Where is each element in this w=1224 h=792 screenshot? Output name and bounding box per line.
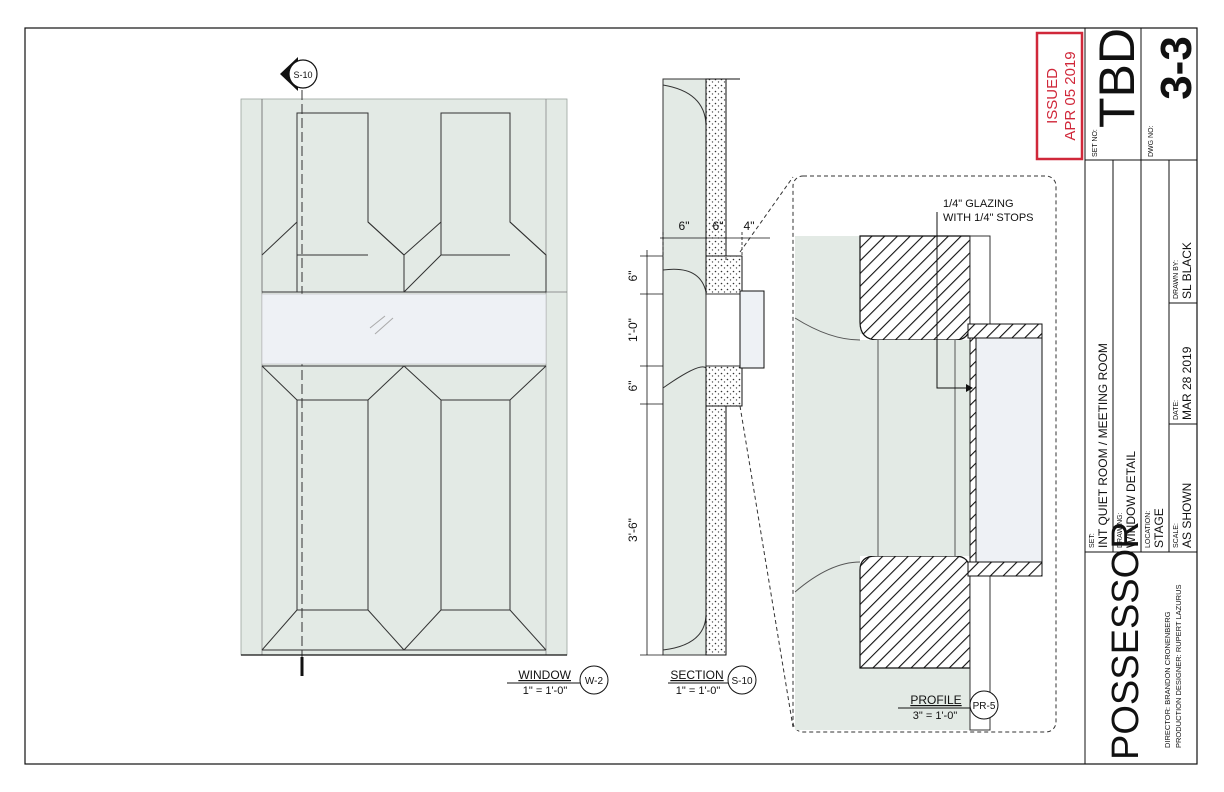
- dwg-no-value: 3-3: [1152, 36, 1201, 100]
- issued-stamp: [1035, 31, 1084, 161]
- dim-top-1: 6": [679, 219, 690, 233]
- title-block: ISSUED APR 05 2019 SET NO: TBD DWG NO: 3…: [1035, 28, 1201, 764]
- dim-left-1: 6": [626, 271, 640, 282]
- section-marker: S-10: [280, 57, 318, 91]
- project-title: POSSESSOR: [1105, 521, 1147, 760]
- drawing-value: WINDOW DETAIL: [1124, 451, 1138, 548]
- window-scale: 1" = 1'-0": [523, 685, 568, 697]
- date-value: MAR 28 2019: [1180, 346, 1194, 420]
- location-label: LOCATION:: [1145, 511, 1152, 548]
- set-no-value: TBD: [1089, 28, 1145, 128]
- glazing-note-line1: 1/4" GLAZING: [943, 198, 1014, 210]
- designer-credit: PRODUCTION DESIGNER: RUPERT LAZURUS: [1174, 585, 1183, 749]
- director-credit: DIRECTOR: BRANDON CRONENBERG: [1163, 611, 1172, 748]
- section-tag: S-10: [731, 676, 753, 687]
- set-label: SET:: [1089, 533, 1096, 548]
- dim-left-3: 6": [626, 381, 640, 392]
- window-elevation: [240, 76, 568, 676]
- date-label: DATE:: [1173, 400, 1180, 420]
- profile-tag: PR-5: [973, 701, 996, 712]
- scale-label: SCALE:: [1173, 523, 1180, 548]
- scale-value: AS SHOWN: [1180, 483, 1194, 548]
- section-caption: SECTION 1" = 1'-0" S-10: [668, 665, 757, 697]
- section-title: SECTION: [670, 668, 723, 682]
- profile-scale: 3" = 1'-0": [913, 710, 958, 722]
- set-value: INT QUIET ROOM / MEETING ROOM: [1096, 343, 1110, 548]
- window-tag: W-2: [585, 676, 604, 687]
- drawn-by-label: DRAWN BY:: [1173, 260, 1180, 299]
- section-scale: 1" = 1'-0": [676, 685, 721, 697]
- dim-left-2: 1'-0": [626, 318, 640, 342]
- dim-top-2: 6": [713, 219, 724, 233]
- location-value: STAGE: [1152, 508, 1166, 548]
- issued-date: APR 05 2019: [1062, 51, 1079, 140]
- drawing-label: DRAWING:: [1117, 512, 1124, 548]
- sheet-border: [24, 27, 1198, 765]
- drawn-by-value: SL BLACK: [1180, 242, 1194, 299]
- window-title: WINDOW: [518, 668, 571, 682]
- section-view: 6" 6" 4" 6" 1'-0" 6" 3'-6": [626, 78, 770, 656]
- set-no-label: SET NO:: [1092, 129, 1099, 157]
- dwg-no-label: DWG NO:: [1148, 125, 1155, 157]
- dim-left-4: 3'-6": [626, 518, 640, 542]
- profile-caption: PROFILE 3" = 1'-0" PR-5: [898, 690, 999, 722]
- section-marker-label: S-10: [293, 70, 312, 80]
- glazing-note-line2: WITH 1/4" STOPS: [943, 212, 1034, 224]
- window-caption: WINDOW 1" = 1'-0" W-2: [507, 665, 609, 697]
- issued-text: ISSUED: [1044, 68, 1061, 124]
- glass-band: [261, 293, 547, 365]
- dim-top-3: 4": [744, 219, 755, 233]
- profile-title: PROFILE: [910, 693, 961, 707]
- profile-detail: 1/4" GLAZING WITH 1/4" STOPS: [792, 175, 1057, 733]
